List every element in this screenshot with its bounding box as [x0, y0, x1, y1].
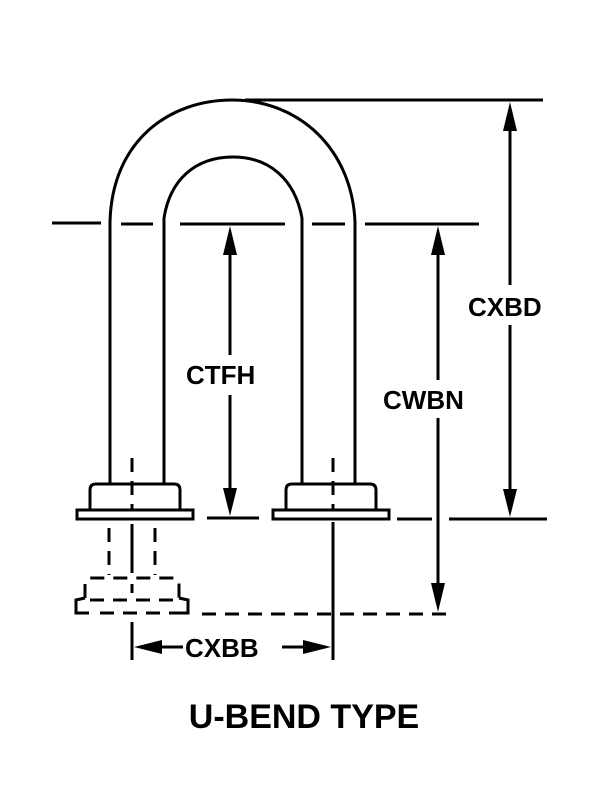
cxbb-label: CXBB [185, 633, 259, 663]
diagram-title: U-BEND TYPE [189, 698, 419, 736]
right-fitting [271, 458, 391, 521]
ctfh-label: CTFH [186, 360, 255, 390]
ctfh-dimension [223, 226, 237, 516]
inner-bend-arc [162, 155, 304, 219]
cwbn-dimension [431, 226, 445, 612]
tangent-reference-line [52, 221, 479, 226]
cwbn-label: CWBN [383, 385, 464, 415]
outer-bend-arc [108, 98, 357, 223]
cxbd-label: CXBD [468, 292, 542, 322]
lower-fitting-phantom [74, 524, 190, 615]
cxbb-dimension [134, 640, 331, 654]
left-fitting [75, 458, 195, 521]
cxbd-dimension [503, 102, 517, 517]
